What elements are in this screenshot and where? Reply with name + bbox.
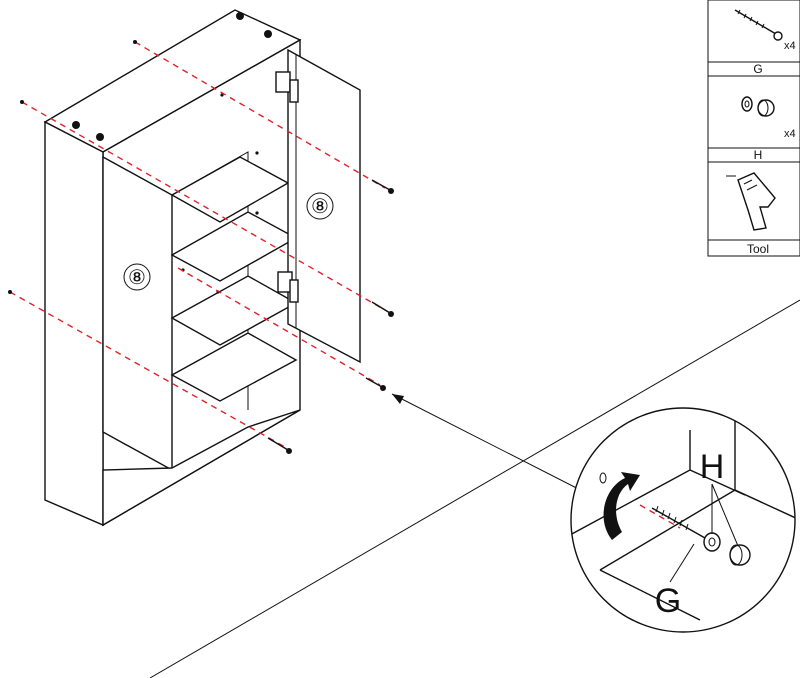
part-h-qty: x4 <box>784 128 796 140</box>
part-g-letter: G <box>753 62 762 76</box>
detail-screw <box>651 505 751 566</box>
rotate-arrow-icon <box>603 472 640 540</box>
detail-leader-line <box>391 393 601 501</box>
parts-list: x4 G x4 H Tool <box>707 0 800 257</box>
detail-label-h: H <box>700 448 725 486</box>
door-panel-number: ⑧ <box>311 196 329 218</box>
part-g-qty: x4 <box>784 40 796 52</box>
tool-label: Tool <box>747 242 769 256</box>
floor-guide-line <box>149 299 800 678</box>
side-panel-number: ⑧ <box>128 267 146 289</box>
drill-icon <box>726 172 776 231</box>
cabinet-drawing: ⑧ ⑧ <box>43 9 361 527</box>
part-h-letter: H <box>754 148 763 162</box>
washer-cap-icon <box>741 96 775 117</box>
screw-icon <box>734 9 783 41</box>
detail-magnifier: H G <box>570 407 796 633</box>
screws-on-cabinet <box>8 40 394 454</box>
alignment-guides <box>9 41 386 448</box>
detail-label-g: G <box>655 582 681 620</box>
